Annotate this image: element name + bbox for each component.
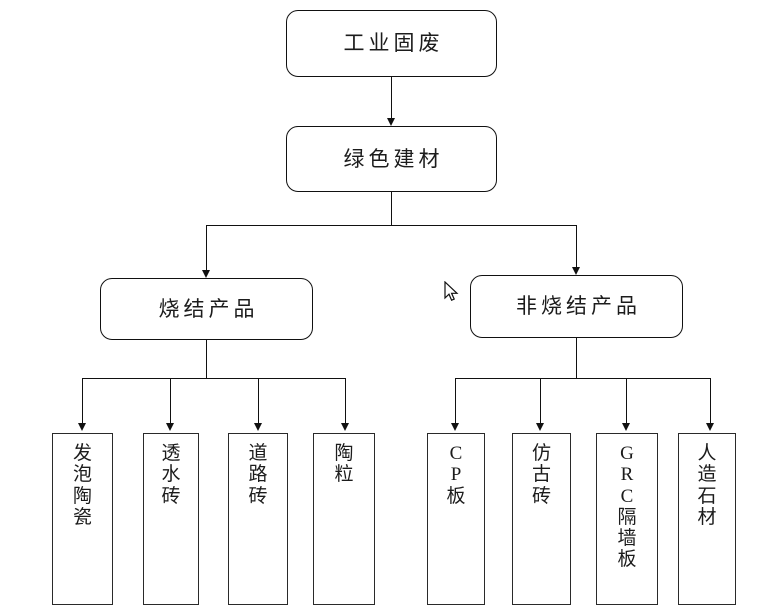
connector-left-branch-stem	[206, 340, 207, 378]
arrow-left-leaf-3	[253, 423, 262, 431]
leaf-label-foamed-ceramics: 发泡陶瓷	[72, 443, 92, 528]
connector-level2-stem	[391, 192, 392, 225]
arrow-to-right-branch	[571, 267, 580, 275]
leaf-box-permeable-brick[interactable]: 透水砖	[143, 433, 199, 605]
connector-right-leaf-4	[710, 378, 711, 423]
leaf-box-antique-brick[interactable]: 仿古砖	[512, 433, 571, 605]
connector-left-leaf-2	[170, 378, 171, 423]
connector-bus-to-right-branch	[576, 225, 577, 267]
connector-right-branch-stem	[576, 338, 577, 378]
leaf-box-cp-board[interactable]: CP板	[427, 433, 485, 605]
leaf-box-road-brick[interactable]: 道路砖	[228, 433, 288, 605]
node-root[interactable]: 工业固废	[286, 10, 497, 77]
arrow-root-to-level2	[386, 118, 395, 126]
arrow-left-leaf-1	[77, 423, 86, 431]
arrow-right-leaf-4	[705, 423, 714, 431]
mouse-cursor-icon	[444, 281, 459, 301]
node-non-sintered-products[interactable]: 非烧结产品	[470, 275, 683, 338]
arrow-right-leaf-1	[450, 423, 459, 431]
leaf-label-cp-board: CP板	[446, 443, 466, 507]
leaf-box-ceramsite[interactable]: 陶粒	[313, 433, 375, 605]
leaf-box-grc-partition-board[interactable]: GRC隔墙板	[596, 433, 658, 605]
connector-left-leaf-1	[82, 378, 83, 423]
node-sintered-products[interactable]: 烧结产品	[100, 278, 313, 340]
connector-right-branch-bus	[455, 378, 710, 379]
arrow-right-leaf-2	[535, 423, 544, 431]
connector-root-to-level2	[391, 77, 392, 118]
node-sintered-products-label: 烧结产品	[158, 296, 259, 321]
leaf-label-ceramsite: 陶粒	[334, 443, 354, 486]
leaf-label-antique-brick: 仿古砖	[531, 443, 551, 507]
arrow-right-leaf-3	[621, 423, 630, 431]
leaf-label-grc-partition-board: GRC隔墙板	[617, 443, 637, 571]
connector-right-leaf-3	[626, 378, 627, 423]
connector-level2-bus	[206, 225, 576, 226]
connector-right-leaf-2	[540, 378, 541, 423]
node-root-label: 工业固废	[343, 31, 444, 55]
arrow-left-leaf-2	[165, 423, 174, 431]
leaf-box-artificial-stone[interactable]: 人造石材	[678, 433, 736, 605]
leaf-label-permeable-brick: 透水砖	[161, 443, 181, 507]
node-green-building-materials-label: 绿色建材	[343, 146, 444, 171]
node-green-building-materials[interactable]: 绿色建材	[286, 126, 497, 192]
connector-left-leaf-4	[345, 378, 346, 423]
leaf-box-foamed-ceramics[interactable]: 发泡陶瓷	[52, 433, 113, 605]
connector-left-leaf-3	[258, 378, 259, 423]
connector-right-leaf-1	[455, 378, 456, 423]
leaf-label-road-brick: 道路砖	[248, 443, 268, 507]
connector-bus-to-left-branch	[206, 225, 207, 270]
arrow-left-leaf-4	[340, 423, 349, 431]
node-non-sintered-products-label: 非烧结产品	[516, 294, 641, 318]
arrow-to-left-branch	[201, 270, 210, 278]
leaf-label-artificial-stone: 人造石材	[697, 443, 717, 528]
connector-left-branch-bus	[82, 378, 345, 379]
